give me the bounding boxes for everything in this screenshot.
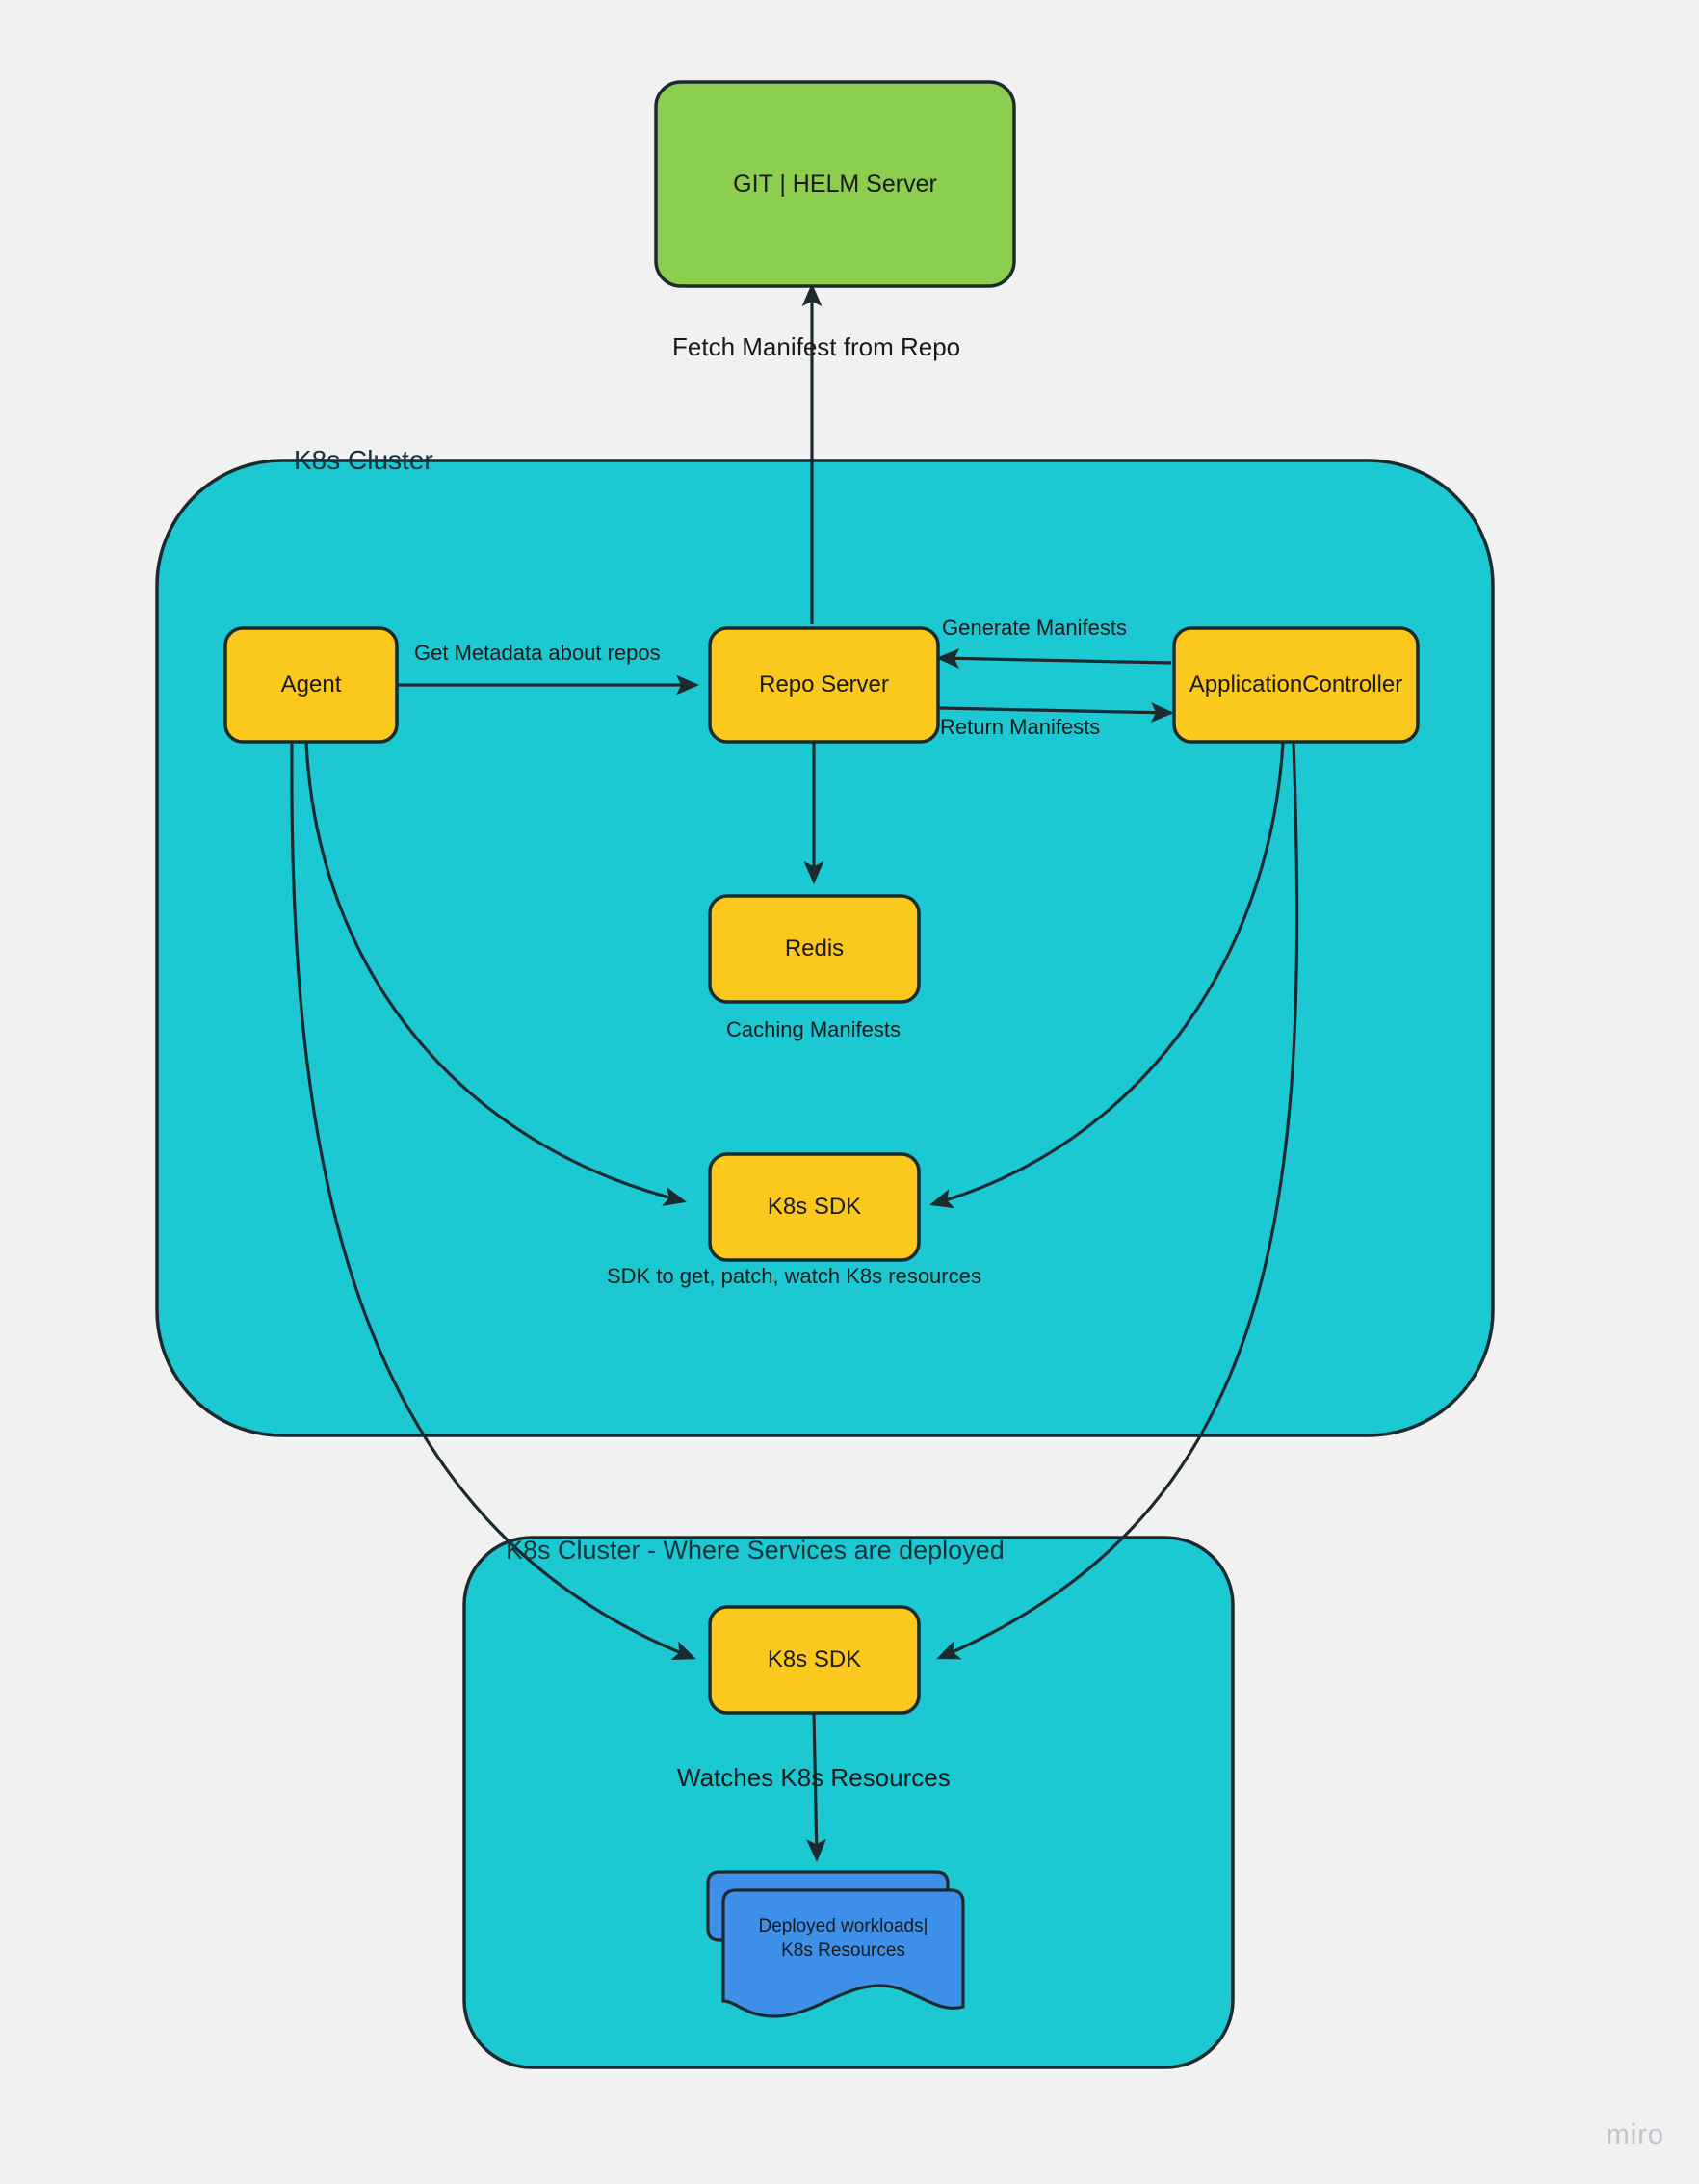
container-k8s-cluster-services[interactable] [462, 1536, 1235, 2069]
edge-agent-to-k8s-sdk-upper [304, 742, 687, 1207]
node-k8s-sdk-upper[interactable] [708, 1152, 921, 1262]
node-git-helm-server[interactable] [654, 80, 1016, 288]
edge-generate-manifests [936, 648, 1172, 669]
edge-appcontroller-to-k8s-sdk-lower [936, 742, 1299, 1660]
node-repo-server[interactable] [708, 626, 940, 744]
edge-agent-to-k8s-sdk-lower [290, 742, 696, 1661]
node-deployed-workloads[interactable] [721, 1888, 965, 2018]
node-application-controller[interactable] [1172, 626, 1420, 744]
edge-appcontroller-to-k8s-sdk-upper [929, 742, 1285, 1209]
node-agent[interactable] [223, 626, 399, 744]
node-k8s-sdk-lower[interactable] [708, 1605, 921, 1715]
edge-watches-k8s-resources [806, 1711, 826, 1862]
node-redis[interactable] [708, 894, 921, 1004]
edge-return-manifests [938, 702, 1174, 723]
